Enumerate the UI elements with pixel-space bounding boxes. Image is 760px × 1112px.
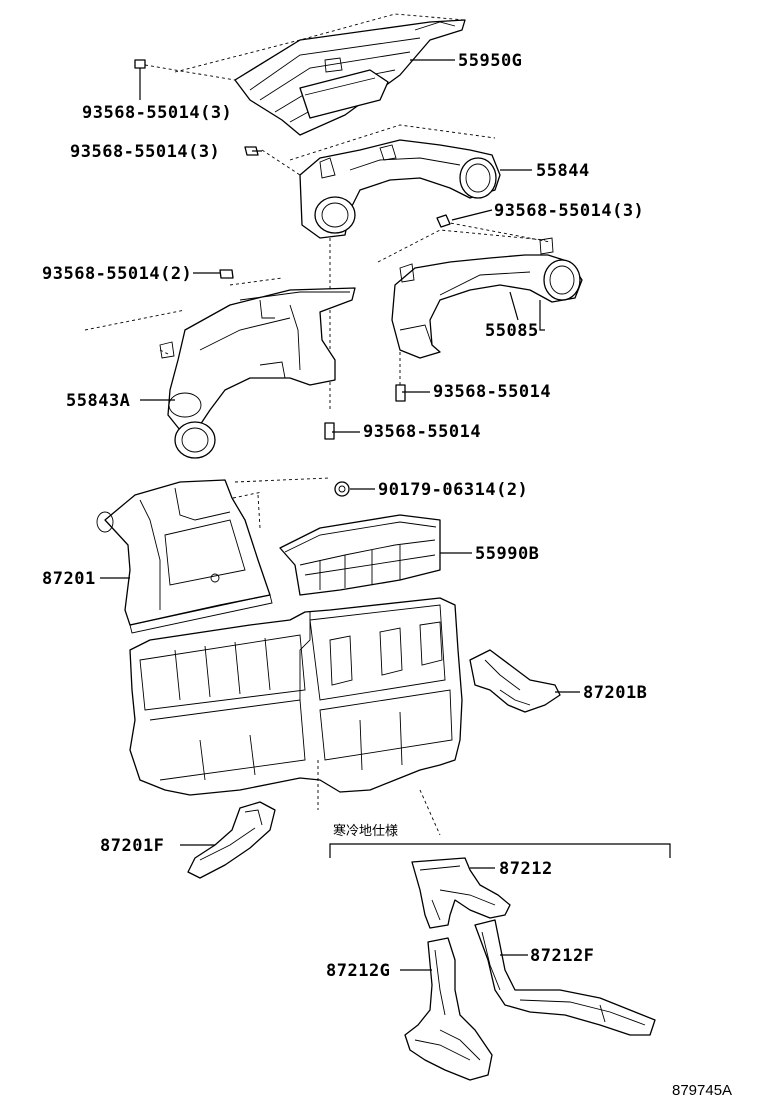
label-bolt-93568-55014-left: 93568-55014 bbox=[363, 422, 481, 442]
part-87201f-drawing bbox=[187, 801, 276, 879]
bolt-icon bbox=[134, 59, 146, 80]
label-87201b: 87201B bbox=[583, 683, 647, 703]
bolt-icon bbox=[244, 146, 262, 156]
label-87212: 87212 bbox=[499, 859, 553, 879]
part-87201-drawing bbox=[96, 479, 273, 634]
part-55843a-drawing bbox=[159, 287, 356, 459]
label-87212g: 87212G bbox=[326, 961, 390, 981]
part-55990b-drawing bbox=[279, 514, 441, 596]
bolt-icon bbox=[395, 384, 406, 402]
part-87212-drawing bbox=[411, 857, 511, 929]
figure-number: 879745A bbox=[672, 1082, 732, 1099]
label-nut-90179-06314-2: 90179-06314(2) bbox=[378, 480, 528, 500]
label-55844: 55844 bbox=[536, 161, 590, 181]
label-cold-area-spec: 寒冷地仕様 bbox=[333, 823, 398, 839]
leader-lines bbox=[100, 59, 580, 971]
cold-area-bracket bbox=[329, 843, 671, 858]
label-bolt-93568-55014-right: 93568-55014 bbox=[433, 382, 551, 402]
bolt-icon bbox=[324, 422, 335, 440]
label-bolt-93568-55014-3-right: 93568-55014(3) bbox=[494, 201, 644, 221]
bolt-icon bbox=[219, 269, 234, 279]
part-87212g-drawing bbox=[404, 937, 493, 1081]
label-55950g: 55950G bbox=[458, 51, 522, 71]
label-55085: 55085 bbox=[485, 321, 539, 341]
label-55990b: 55990B bbox=[475, 544, 539, 564]
nut-icon bbox=[334, 481, 350, 497]
part-55085-drawing bbox=[391, 237, 583, 359]
label-bolt-93568-55014-3-top: 93568-55014(3) bbox=[82, 103, 232, 123]
part-87201b-drawing bbox=[469, 649, 561, 713]
label-bolt-93568-55014-2: 93568-55014(2) bbox=[42, 264, 192, 284]
label-bolt-93568-55014-3-mid: 93568-55014(3) bbox=[70, 142, 220, 162]
hvac-unit-drawing bbox=[129, 597, 463, 796]
label-87201: 87201 bbox=[42, 569, 96, 589]
label-87201f: 87201F bbox=[100, 836, 164, 856]
part-55950g-drawing bbox=[234, 19, 466, 136]
bolt-icon bbox=[436, 214, 451, 228]
label-55843a: 55843A bbox=[66, 391, 130, 411]
part-87212f-drawing bbox=[474, 919, 656, 1036]
part-55844-drawing bbox=[299, 139, 501, 239]
label-87212f: 87212F bbox=[530, 946, 594, 966]
